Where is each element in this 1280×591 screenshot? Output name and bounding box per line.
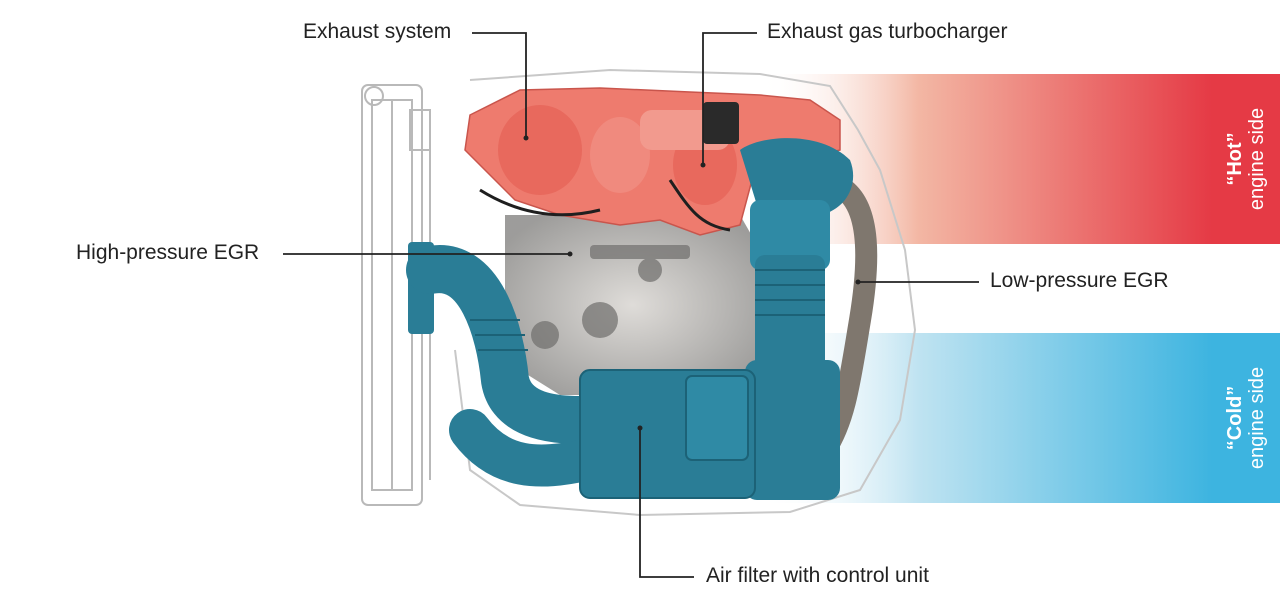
leader-lines [283,32,979,578]
cold-side-text: “Cold” engine side [1224,367,1268,469]
vehicle-contour [454,68,917,517]
cold-side-title: “Cold” [1224,385,1246,451]
engine-details [531,245,690,349]
hot-side-panel: “Hot” engine side [1212,74,1280,244]
leader-exhaust-system [472,32,527,138]
hot-side-title: “Hot” [1224,132,1246,186]
label-hp-egr: High-pressure EGR [76,241,260,264]
leader-air-filter [639,428,694,578]
hot-side-text: “Hot” engine side [1224,108,1268,210]
cold-side-panel: “Cold” engine side [1212,333,1280,503]
cold-side-subtitle: engine side [1246,366,1268,470]
label-turbocharger: Exhaust gas turbocharger [767,20,1008,43]
label-lp-egr: Low-pressure EGR [990,269,1169,292]
label-air-filter: Air filter with control unit [706,564,929,587]
engine-block [505,215,760,395]
hot-engine-parts [464,87,841,236]
label-exhaust-system: Exhaust system [303,20,452,43]
leader-turbocharger [702,32,757,165]
cold-engine-parts [406,138,854,500]
hot-side-subtitle: engine side [1246,107,1268,211]
